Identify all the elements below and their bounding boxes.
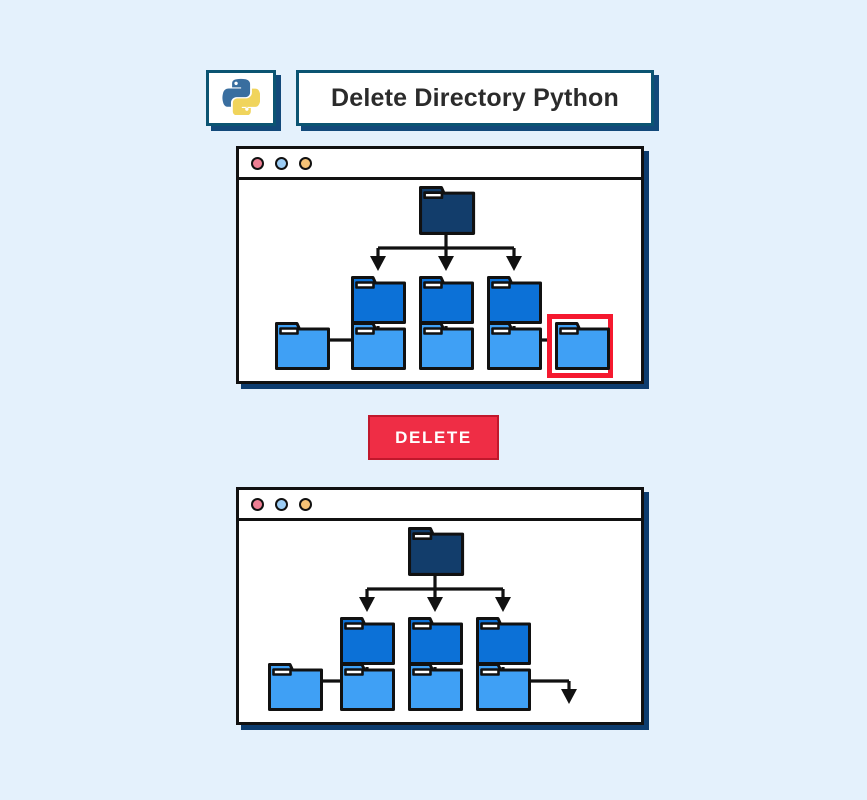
folder-level2-2 <box>408 617 463 665</box>
page-title: Delete Directory Python <box>330 83 619 112</box>
maximize-dot[interactable] <box>299 156 312 170</box>
header: Delete Directory Python <box>206 70 654 126</box>
folder-level3-1 <box>268 663 323 711</box>
python-logo-box <box>206 70 276 126</box>
window-titlebar <box>239 149 641 180</box>
directory-tree-after-window <box>236 487 644 725</box>
folder-level3-4 <box>487 322 542 370</box>
folder-level3-3 <box>419 322 474 370</box>
folder-level2-1 <box>351 276 406 324</box>
folder-level3-1 <box>275 322 330 370</box>
maximize-dot[interactable] <box>299 497 312 511</box>
tree-canvas-before <box>239 180 641 381</box>
page-title-box: Delete Directory Python <box>296 70 654 126</box>
minimize-dot[interactable] <box>275 156 288 170</box>
folder-root <box>407 527 465 576</box>
folder-level3-5-highlighted <box>547 314 613 378</box>
folder-level3-3 <box>408 663 463 711</box>
folder-level2-3 <box>476 617 531 665</box>
tree-canvas-after <box>239 521 641 722</box>
folder-level2-2 <box>419 276 474 324</box>
window-titlebar <box>239 490 641 521</box>
close-dot[interactable] <box>251 497 264 511</box>
folder-level3-2 <box>351 322 406 370</box>
close-dot[interactable] <box>251 156 264 170</box>
python-logo-icon <box>222 77 261 120</box>
directory-tree-before-window <box>236 146 644 384</box>
folder-level2-1 <box>340 617 395 665</box>
folder-level3-4 <box>476 663 531 711</box>
delete-button[interactable]: DELETE <box>368 415 499 460</box>
minimize-dot[interactable] <box>275 497 288 511</box>
folder-level2-3 <box>487 276 542 324</box>
dangling-arrow <box>561 689 577 704</box>
folder-root <box>418 185 476 235</box>
folder-level3-2 <box>340 663 395 711</box>
